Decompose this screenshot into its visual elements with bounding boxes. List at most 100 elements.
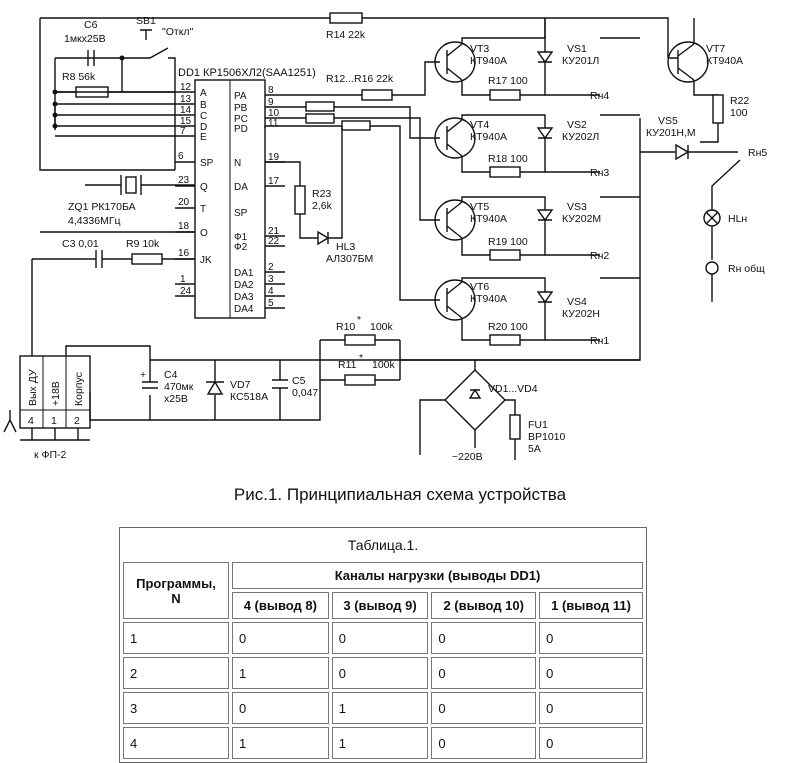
- c5-label: C5: [292, 375, 306, 387]
- chip-port-pin-0: 8: [268, 85, 274, 96]
- c5-value: 0,047: [292, 387, 318, 399]
- chip-rfunc-0: N: [234, 158, 241, 169]
- conn-case-label: Корпус: [73, 372, 85, 406]
- rh4-label: Rн4: [590, 90, 609, 102]
- chip-port-3: PD: [234, 124, 248, 135]
- r22-label: R22: [730, 95, 749, 107]
- table-cell: 1: [232, 727, 329, 759]
- chip-rfunc-pin-8: 5: [268, 298, 274, 309]
- table-cell: 0: [431, 727, 537, 759]
- chip-rfunc-5: DA1: [234, 268, 254, 279]
- table-cell: 0: [431, 692, 537, 724]
- chip-nc-pins: 124: [175, 274, 195, 297]
- rh3-label: Rн3: [590, 167, 609, 179]
- vt4-type: КТ940А: [470, 131, 507, 143]
- chip-letter-2: C: [200, 111, 207, 122]
- vt5-type: КТ940А: [470, 213, 507, 225]
- c4-voltage: х25В: [164, 393, 188, 405]
- table-cell: 0: [431, 622, 537, 654]
- table-cell: 1: [331, 692, 429, 724]
- vs4-type: КУ202Н: [562, 308, 600, 320]
- chip-port-2: PC: [234, 114, 248, 125]
- vt3-type: КТ940А: [470, 55, 507, 67]
- vt6-type: КТ940А: [470, 293, 507, 305]
- rh-total-label: Rн общ: [728, 263, 765, 275]
- col-programs: Программы, N: [123, 562, 229, 619]
- table-1: Таблица.1. Программы, N Каналы нагрузки …: [119, 527, 647, 763]
- zener-vd7: VD7 КС518А: [206, 379, 268, 403]
- chip-func-pin-2: 20: [178, 197, 190, 208]
- capacitor-c5: C5 0,047: [272, 375, 318, 399]
- chip-rfunc-pin-3: 21: [268, 226, 280, 237]
- c4-plus: +: [140, 369, 146, 381]
- chip-rfunc-4: Ф2: [234, 242, 248, 253]
- chip-rfunc-pin-5: 2: [268, 262, 274, 273]
- connector-fp2: Вых ДУ +18В Корпус 4 1 2 к ФП-2: [3, 355, 91, 461]
- chip-rfunc-6: DA2: [234, 280, 254, 291]
- vs2-label: VS2: [567, 119, 587, 131]
- zq1-freq: 4,4336МГц: [68, 215, 121, 227]
- figure-caption: Рис.1. Принципиальная схема устройства: [233, 485, 567, 504]
- r9-label: R9 10k: [126, 238, 160, 250]
- vd7-type: КС518А: [230, 391, 268, 403]
- table-cell: 0: [539, 657, 643, 689]
- table-cell: 2: [123, 657, 229, 689]
- table-cell: 0: [331, 657, 429, 689]
- transistor-vt6: VT6 КТ940А: [434, 279, 507, 321]
- table-cell: 3: [123, 692, 229, 724]
- r11-star: *: [359, 352, 363, 364]
- thyristor-vs5: VS5 КУ201Н,М Rн5: [640, 115, 767, 161]
- resistor-r22: R22 100: [700, 94, 749, 143]
- switch-sb1: SB1 "Откл": [136, 15, 194, 170]
- led-hl3: HL3 АЛ307БМ: [317, 126, 373, 265]
- table-cell: 1: [232, 657, 329, 689]
- program-table: Таблица.1. Программы, N Каналы нагрузки …: [119, 527, 647, 763]
- vs3-label: VS3: [567, 201, 587, 213]
- chip-func-0: SP: [200, 158, 214, 169]
- vt5-label: VT5: [470, 201, 489, 213]
- capacitor-c3: C3 0,01: [32, 238, 132, 268]
- table-cell: 0: [539, 692, 643, 724]
- conn-pin-4: 4: [28, 415, 34, 427]
- r23-value: 2,6k: [312, 200, 333, 212]
- r12-r16-label: R12...R16 22k: [326, 73, 394, 85]
- chip-rfunc-7: DA3: [234, 292, 254, 303]
- dd1-label: DD1 КР1506ХЛ2(SAA1251): [178, 67, 316, 79]
- chip-left-pin-2: 14: [180, 105, 192, 116]
- r11-label: R11: [338, 359, 357, 371]
- r19-label: R19 100: [488, 236, 528, 248]
- table-cell: 0: [539, 727, 643, 759]
- c4-value: 470мк: [164, 381, 194, 393]
- chip-nc-pin-0: 1: [180, 274, 186, 285]
- chip-func-3: O: [200, 228, 208, 239]
- vt6-label: VT6: [470, 281, 489, 293]
- r10-value: 100k: [370, 321, 394, 333]
- col-group-header: Каналы нагрузки (выводы DD1): [232, 562, 643, 589]
- c6-label: C6: [84, 19, 98, 31]
- vs4-label: VS4: [567, 296, 587, 308]
- chip-letter-1: B: [200, 100, 207, 111]
- chip-left-pin-0: 12: [180, 82, 192, 93]
- channel-header-1: 4 (вывод 8): [232, 592, 329, 619]
- chip-rfunc-pin-4: 22: [268, 236, 280, 247]
- chip-letter-0: A: [200, 88, 207, 99]
- resistor-r8: R8 56k: [55, 71, 175, 98]
- chip-port-1: PB: [234, 103, 248, 114]
- conn-pin-2: 2: [74, 415, 80, 427]
- table-title: Таблица.1.: [347, 537, 419, 553]
- r23-label: R23: [312, 188, 331, 200]
- r10-label: R10: [336, 321, 355, 333]
- to-fp2-label: к ФП-2: [34, 449, 67, 461]
- channel-header-3: 2 (вывод 10): [431, 592, 537, 619]
- vs5-label: VS5: [658, 115, 678, 127]
- conn-plus-label: +18В: [50, 381, 62, 406]
- chip-func-1: Q: [200, 182, 208, 193]
- sb1-label: SB1: [136, 15, 156, 27]
- diode-bridge-vd1-vd4: VD1...VD4: [419, 360, 538, 455]
- fuse-fu1: FU1 ВР1010 5А: [509, 414, 566, 460]
